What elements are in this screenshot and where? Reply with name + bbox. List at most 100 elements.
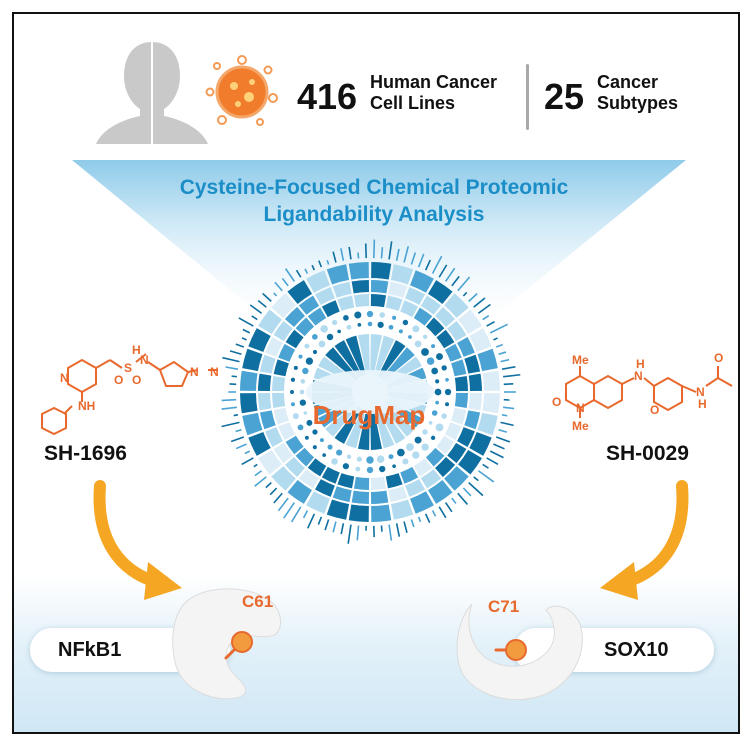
heatmap-dot: [292, 413, 299, 420]
sox10-label: SOX10: [604, 639, 669, 661]
heatmap-cell: [284, 457, 305, 478]
heatmap-dot: [445, 377, 449, 382]
heatmap-cell: [295, 447, 315, 467]
nfkb1-label: NFkB1: [58, 639, 122, 661]
heatmap-cell: [298, 295, 320, 315]
outer-tick: [388, 241, 393, 260]
heatmap-dot: [290, 377, 296, 382]
heatmap-cell: [287, 480, 313, 504]
drugmap-circular-heatmap: [221, 239, 521, 544]
heatmap-cell: [307, 458, 327, 477]
heatmap-cell: [242, 412, 263, 436]
heatmap-cell: [435, 457, 456, 478]
outer-tick: [307, 513, 316, 529]
heatmap-cell: [307, 307, 327, 326]
analysis-funnel: [72, 160, 686, 336]
outer-tick: [501, 414, 508, 417]
outer-tick: [503, 383, 514, 386]
outer-tick: [318, 260, 323, 268]
heatmap-cell: [385, 295, 403, 311]
inner-wedge: [357, 409, 370, 450]
outer-tick: [486, 457, 499, 465]
sh0029-atom-o1: O: [552, 395, 561, 409]
outer-tick: [380, 247, 384, 259]
outer-tick: [326, 260, 330, 265]
outer-tick: [295, 269, 302, 278]
heatmap-cell: [451, 407, 467, 425]
heatmap-cell: [436, 329, 455, 349]
heatmap-dot: [327, 444, 333, 450]
heatmap-cell: [410, 491, 434, 514]
heatmap-cell: [458, 449, 482, 475]
sh1696-atom-nh: NH: [78, 399, 95, 413]
sh1696-atom-s: S: [124, 361, 132, 375]
heatmap-cell: [284, 306, 305, 327]
heatmap-dot: [388, 454, 394, 460]
outer-tick: [230, 436, 245, 443]
outer-tick: [311, 264, 316, 271]
outer-tick: [395, 248, 400, 261]
outer-tick: [489, 323, 508, 334]
heatmap-cell: [370, 294, 387, 308]
heatmap-dot: [299, 399, 307, 406]
outer-tick: [477, 303, 491, 314]
heatmap-cell: [469, 328, 492, 352]
outer-tick: [222, 356, 240, 363]
outer-tick: [238, 317, 254, 327]
heatmap-cell: [287, 280, 313, 304]
sh1696-atom-h: H: [132, 343, 141, 357]
heatmap-dot: [444, 388, 452, 396]
heatmap-dot: [412, 451, 420, 459]
outer-tick: [417, 516, 422, 523]
outer-tick: [304, 268, 309, 274]
outer-tick: [493, 443, 505, 450]
heatmap-cell: [444, 466, 469, 491]
outer-tick: [221, 406, 237, 410]
outer-tick: [254, 470, 263, 477]
outer-tick: [233, 414, 239, 417]
heatmap-cell: [444, 343, 462, 362]
heatmap-cell: [390, 499, 414, 520]
outer-tick: [431, 255, 443, 274]
outer-tick: [274, 281, 283, 292]
heatmap-cell: [400, 300, 419, 318]
heatmap-cell: [451, 359, 467, 377]
outer-tick: [251, 315, 258, 321]
analysis-title-line2: Ligandability Analysis: [263, 203, 485, 226]
outer-tick: [347, 524, 352, 544]
heatmap-dot: [397, 448, 405, 457]
heatmap-cell: [477, 348, 498, 372]
heatmap-cell: [400, 466, 419, 484]
inner-wedge: [345, 335, 366, 376]
sh1696-structure: N NH S O O H N N N: [41, 343, 219, 436]
outer-tick: [235, 343, 245, 348]
heatmap-cell: [258, 309, 282, 335]
heatmap-dot: [312, 334, 318, 340]
heatmap-dot: [298, 354, 303, 359]
heatmap-cell: [259, 354, 276, 374]
heatmap-cell: [371, 262, 392, 280]
outer-tick: [473, 297, 486, 308]
heatmap-dot: [430, 435, 436, 441]
heatmap-cell: [454, 392, 468, 409]
heatmap-cell: [457, 336, 475, 357]
c61-site-label: C61: [242, 592, 274, 611]
heatmap-cell: [348, 504, 369, 522]
outer-tick: [265, 482, 272, 489]
heatmap-cell: [413, 458, 433, 477]
heatmap-dot: [414, 340, 422, 348]
graphical-abstract: 416 Human Cancer Cell Lines 25 Cancer Su…: [12, 12, 740, 734]
heatmap-cell: [351, 280, 369, 294]
inner-wedge: [378, 406, 406, 444]
heatmap-dot: [355, 466, 361, 472]
heatmap-cell: [413, 307, 433, 326]
drugmap-label: DrugMap: [312, 400, 426, 430]
heatmap-cell: [326, 264, 350, 285]
outer-tick: [273, 292, 278, 297]
heatmap-dot: [312, 349, 318, 355]
heatmap-cell: [353, 294, 370, 308]
heatmap-dot: [434, 388, 442, 396]
heatmap-dot: [356, 456, 363, 462]
heatmap-cell: [405, 287, 426, 305]
heatmap-dot: [320, 325, 328, 333]
